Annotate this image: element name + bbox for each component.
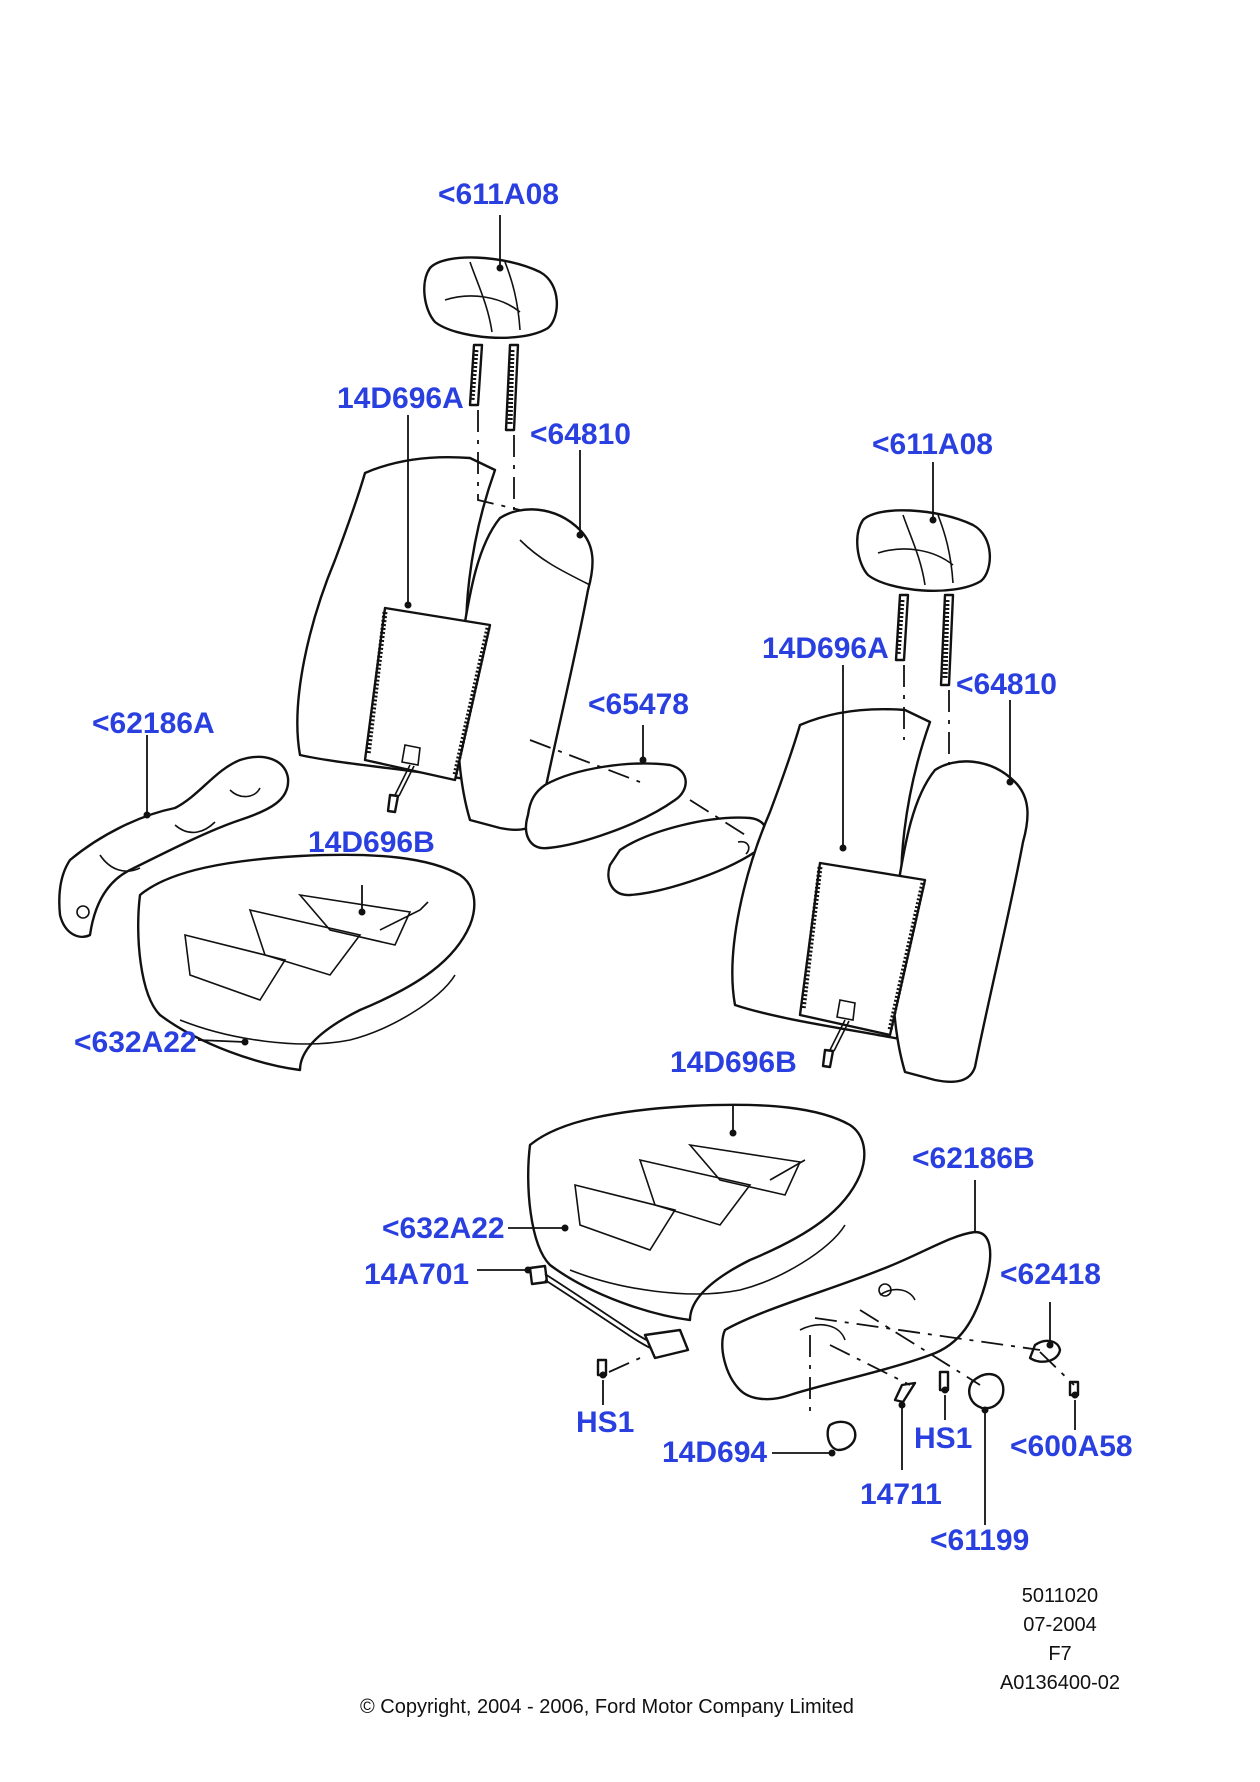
callout-cushion-cover-b[interactable]: <632A22 <box>382 1212 505 1245</box>
callout-trim-b[interactable]: <62186B <box>912 1142 1035 1175</box>
trim-panel-a <box>58 755 290 938</box>
seat-back-a <box>296 455 594 831</box>
headrest-b <box>856 509 992 687</box>
armrest-a <box>524 762 768 897</box>
leader-lines <box>146 215 1076 1525</box>
small-parts <box>596 1339 1080 1452</box>
headrest-a <box>423 256 559 432</box>
callout-armrest[interactable]: <65478 <box>588 688 689 721</box>
figure-number: 5011020 <box>1021 1585 1099 1607</box>
callout-headrest-b[interactable]: <611A08 <box>872 428 993 461</box>
callout-cap[interactable]: <62418 <box>1000 1258 1101 1291</box>
callout-heater-cushion-a[interactable]: 14D696B <box>308 826 435 859</box>
callout-screw-b[interactable]: HS1 <box>914 1422 973 1455</box>
callout-switch[interactable]: 14D694 <box>662 1436 768 1469</box>
illustration-id: A0136400-02 <box>999 1672 1121 1694</box>
callout-cushion-cover-a[interactable]: <632A22 <box>74 1026 197 1059</box>
callout-harness[interactable]: 14A701 <box>364 1258 470 1291</box>
seat-cushion-b <box>527 1103 866 1322</box>
trim-panel-b <box>721 1230 992 1401</box>
callout-knob[interactable]: <61199 <box>930 1524 1030 1557</box>
callout-heater-cushion-b[interactable]: 14D696B <box>670 1046 797 1079</box>
callout-trim-a[interactable]: <62186A <box>92 707 215 740</box>
leader-dots <box>143 264 1079 1457</box>
callout-clip[interactable]: <600A58 <box>1010 1430 1133 1463</box>
callout-heater-back-a[interactable]: 14D696A <box>337 382 464 415</box>
seat-cushion-a <box>137 853 476 1072</box>
callout-bracket[interactable]: 14711 <box>860 1478 942 1511</box>
callout-guide-a[interactable]: <64810 <box>530 418 631 451</box>
callout-guide-b[interactable]: <64810 <box>956 668 1057 701</box>
figure-date: 07-2004 <box>1023 1614 1097 1636</box>
copyright-notice: © Copyright, 2004 - 2006, Ford Motor Com… <box>360 1696 854 1718</box>
callout-screw-a[interactable]: HS1 <box>576 1406 635 1439</box>
callout-headrest-a[interactable]: <611A08 <box>438 178 559 211</box>
callout-heater-back-b[interactable]: 14D696A <box>762 632 889 665</box>
seat-back-b <box>731 707 1029 1083</box>
page-code: F7 <box>1048 1643 1072 1665</box>
harness <box>528 1264 690 1360</box>
assembly-lines <box>477 410 1075 1415</box>
